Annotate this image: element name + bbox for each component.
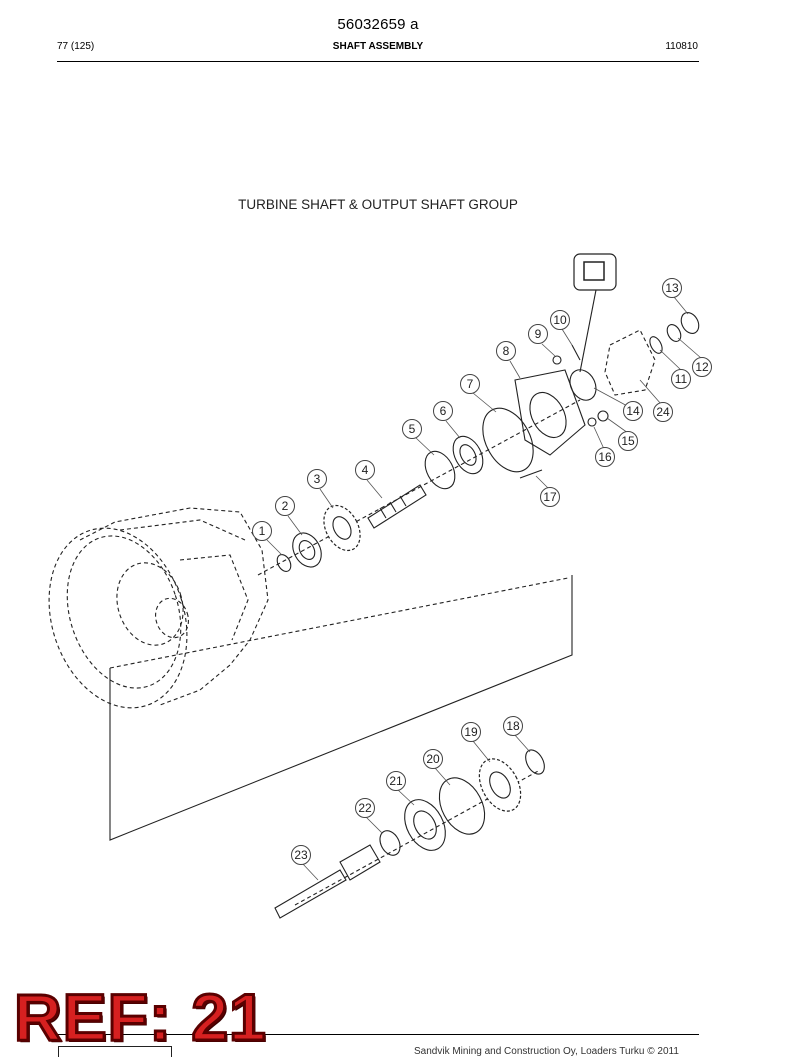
footer-rule <box>57 1034 699 1035</box>
part-23-output-shaft <box>274 844 381 919</box>
svg-text:13: 13 <box>665 281 679 295</box>
callout-8: 8 <box>496 341 516 361</box>
part-22-ring <box>379 830 401 856</box>
callout-20: 20 <box>423 749 443 769</box>
part-13-nut <box>680 312 700 334</box>
callout-22: 22 <box>355 798 375 818</box>
part-9-washer <box>552 355 562 365</box>
date-code: 110810 <box>665 41 698 52</box>
footer-copyright: Sandvik Mining and Construction Oy, Load… <box>414 1046 679 1057</box>
callout-24: 24 <box>653 402 673 422</box>
callout-7: 7 <box>460 374 480 394</box>
transmission-housing <box>48 507 269 709</box>
callout-14: 14 <box>623 401 643 421</box>
callout-19: 19 <box>461 722 481 742</box>
svg-text:4: 4 <box>362 463 369 477</box>
callout-10: 10 <box>550 310 570 330</box>
callout-15: 15 <box>618 431 638 451</box>
svg-text:12: 12 <box>695 360 709 374</box>
part-24-flange <box>604 329 656 396</box>
part-8-cover <box>514 369 586 456</box>
document-number: 56032659 a <box>337 16 419 33</box>
part-11-o-ring <box>649 336 663 354</box>
callout-23: 23 <box>291 845 311 865</box>
callout-6: 6 <box>433 401 453 421</box>
svg-text:14: 14 <box>626 404 640 418</box>
svg-text:22: 22 <box>358 801 372 815</box>
svg-text:11: 11 <box>675 372 688 386</box>
upper-axis-line <box>257 399 581 576</box>
callout-1: 1 <box>252 521 272 541</box>
svg-text:10: 10 <box>553 313 567 327</box>
callout-2: 2 <box>275 496 295 516</box>
svg-text:24: 24 <box>656 405 670 419</box>
svg-text:20: 20 <box>426 752 440 766</box>
section-title: SHAFT ASSEMBLY <box>332 41 424 52</box>
svg-text:6: 6 <box>440 404 447 418</box>
part-12-washer <box>666 324 682 342</box>
svg-text:5: 5 <box>409 422 416 436</box>
svg-text:3: 3 <box>314 472 321 486</box>
callout-13: 13 <box>662 278 682 298</box>
part-17-pin <box>519 469 543 479</box>
part-3-gear <box>323 504 361 552</box>
callout-4: 4 <box>355 460 375 480</box>
svg-text:8: 8 <box>503 344 510 358</box>
part-21-bearing <box>404 799 446 851</box>
detail-inset <box>573 253 617 373</box>
callout-12: 12 <box>692 357 712 377</box>
part-16-washer <box>587 417 597 427</box>
callout-21: 21 <box>386 771 406 791</box>
part-5-ring <box>424 450 456 490</box>
svg-text:21: 21 <box>389 774 403 788</box>
sandvik-logo <box>58 1046 172 1057</box>
part-15-nut <box>597 410 609 422</box>
part-20-snap-ring <box>438 777 486 835</box>
svg-text:17: 17 <box>543 490 557 504</box>
callout-3: 3 <box>307 469 327 489</box>
svg-text:1: 1 <box>259 524 266 538</box>
svg-text:18: 18 <box>506 719 520 733</box>
header-rule <box>57 61 699 62</box>
part-10-screw <box>571 344 581 361</box>
svg-text:2: 2 <box>282 499 289 513</box>
svg-text:15: 15 <box>621 434 635 448</box>
diagram-title: TURBINE SHAFT & OUTPUT SHAFT GROUP <box>238 197 518 212</box>
page-number: 77 (125) <box>57 41 95 52</box>
callout-16: 16 <box>595 447 615 467</box>
svg-text:7: 7 <box>467 377 474 391</box>
callout-bubbles: 1 2 3 4 5 6 7 8 9 10 11 12 13 14 15 16 1… <box>252 278 712 865</box>
part-7-o-ring <box>482 407 534 473</box>
transfer-line <box>109 577 569 669</box>
part-19-gear <box>478 758 522 812</box>
part-14-seal <box>569 369 597 401</box>
ref-label: REF: 21 <box>13 980 268 1054</box>
callout-11: 11 <box>671 369 691 389</box>
callout-9: 9 <box>528 324 548 344</box>
callout-18: 18 <box>503 716 523 736</box>
svg-text:16: 16 <box>598 450 612 464</box>
part-2-bearing <box>292 532 322 568</box>
svg-text:23: 23 <box>294 848 308 862</box>
part-4-turbine-shaft <box>367 484 427 529</box>
part-1-snap-ring <box>276 554 292 572</box>
part-18-snap-ring <box>525 749 545 775</box>
part-6-bearing <box>452 435 484 475</box>
callout-5: 5 <box>402 419 422 439</box>
svg-text:9: 9 <box>535 327 542 341</box>
axis-link-line <box>109 575 573 841</box>
svg-text:19: 19 <box>464 725 478 739</box>
callout-17: 17 <box>540 487 560 507</box>
leader-lines <box>266 296 702 881</box>
